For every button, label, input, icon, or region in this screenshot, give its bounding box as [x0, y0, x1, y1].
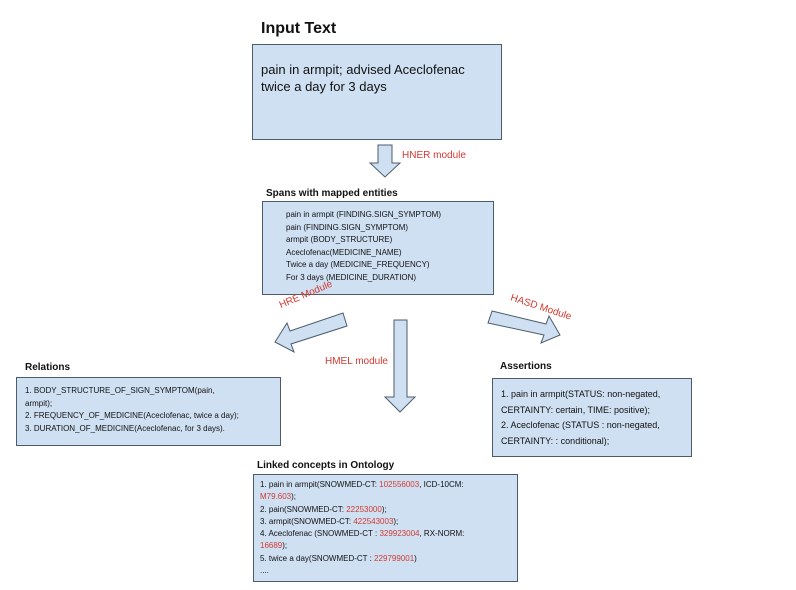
hasd-arrow	[487, 310, 561, 344]
rxnorm-code: 16689	[260, 541, 283, 551]
assertion-line: CERTAINTY: : conditional);	[501, 435, 610, 446]
snomed-code: 229799001	[374, 553, 415, 563]
span-line: Aceclofenac(MEDICINE_NAME)	[286, 247, 402, 257]
linked-text: 1. pain in armpit(SNOWMED-CT:	[260, 480, 380, 489]
span-line: pain (FINDING.SIGN_SYMPTOM)	[286, 222, 409, 232]
linked-line: 2. pain(SNOWMED-CT: 22253000);	[260, 504, 517, 516]
linked-text: , RX-NORM:	[419, 529, 465, 539]
linked-line: 3. armpit(SNOWMED-CT: 422543003);	[260, 516, 517, 528]
snomed-code: 102556003	[379, 480, 420, 489]
hner-label: HNER module	[402, 150, 466, 161]
linked-line: ....	[260, 566, 269, 576]
spans-box: pain in armpit (FINDING.SIGN_SYMPTOM) pa…	[262, 201, 494, 295]
relations-title: Relations	[25, 362, 71, 373]
span-line: Twice a day (MEDICINE_FREQUENCY)	[286, 260, 430, 270]
linked-line: M79.603);	[260, 491, 517, 503]
span-line: For 3 days (MEDICINE_DURATION)	[286, 272, 417, 282]
linked-text: );	[291, 492, 297, 502]
linked-text: , ICD-10CM:	[419, 480, 464, 489]
linked-line: 5. twice a day(SNOWMED-CT : 229799001)	[260, 553, 517, 565]
relations-box: 1. BODY_STRUCTURE_OF_SIGN_SYMPTOM(pain, …	[16, 377, 281, 446]
linked-line: 4. Aceclofenac (SNOWMED-CT : 329923004, …	[260, 528, 517, 540]
input-title: Input Text	[261, 20, 337, 37]
snomed-code: 422543003	[353, 516, 394, 526]
snomed-code: 22253000	[346, 504, 382, 514]
hmel-label: HMEL module	[325, 356, 388, 367]
linked-text: )	[414, 553, 417, 563]
linked-text: 5. twice a day(SNOWMED-CT :	[260, 553, 375, 563]
input-line: twice a day for 3 days	[261, 79, 387, 94]
span-line: armpit (BODY_STRUCTURE)	[286, 235, 393, 245]
linked-title: Linked concepts in Ontology	[257, 460, 395, 471]
assertions-box: 1. pain in armpit(STATUS: non-negated, C…	[492, 378, 692, 457]
spans-title: Spans with mapped entities	[266, 188, 398, 199]
linked-text: );	[393, 516, 399, 526]
icd-code: M79.603	[260, 492, 292, 502]
linked-line: 16689);	[260, 540, 517, 552]
relation-line: armpit);	[25, 398, 53, 408]
relation-line: 1. BODY_STRUCTURE_OF_SIGN_SYMPTOM(pain,	[25, 386, 215, 395]
assertion-line: CERTAINTY: certain, TIME: positive);	[501, 404, 651, 415]
hner-arrow	[368, 144, 402, 178]
linked-box: 1. pain in armpit(SNOWMED-CT: 102556003,…	[253, 474, 518, 582]
linked-text: 4. Aceclofenac (SNOWMED-CT :	[260, 529, 380, 539]
span-line: pain in armpit (FINDING.SIGN_SYMPTOM)	[286, 210, 441, 219]
snomed-code: 329923004	[379, 529, 420, 539]
linked-line: 1. pain in armpit(SNOWMED-CT: 102556003,…	[260, 479, 517, 491]
linked-text: 3. armpit(SNOWMED-CT:	[260, 516, 354, 526]
hmel-arrow	[383, 319, 417, 413]
assertion-line: 2. Aceclofenac (STATUS : non-negated,	[501, 420, 660, 430]
assertion-line: 1. pain in armpit(STATUS: non-negated,	[501, 389, 661, 399]
linked-text: );	[381, 504, 387, 514]
assertions-title: Assertions	[500, 361, 552, 372]
hre-arrow	[274, 312, 348, 354]
input-line: pain in armpit; advised Aceclofenac	[261, 62, 465, 77]
input-box: pain in armpit; advised Aceclofenac twic…	[252, 44, 502, 140]
linked-text: );	[282, 541, 288, 551]
linked-text: 2. pain(SNOWMED-CT:	[260, 504, 347, 514]
relation-line: 2. FREQUENCY_OF_MEDICINE(Aceclofenac, tw…	[25, 411, 239, 420]
relation-line: 3. DURATION_OF_MEDICINE(Aceclofenac, for…	[25, 423, 225, 433]
